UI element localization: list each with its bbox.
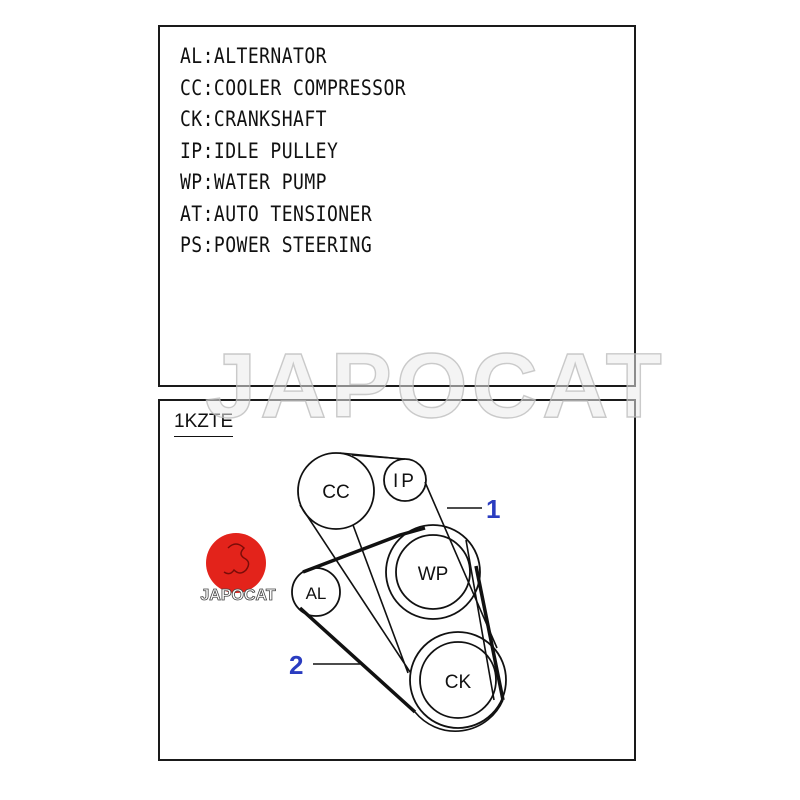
pulley-wp-outer [385,524,481,620]
logo-red-sun [206,533,266,593]
engine-code-label: 1KZTE [174,411,234,437]
belt-2-right [474,565,505,701]
legend-item-ip: IP:IDLE PULLEY [180,138,339,163]
pulley-label-al: AL [306,584,327,603]
belt-1-top [339,452,403,460]
pulley-cc [297,452,375,530]
legend-item-cc: CC:COOLER COMPRESSOR [180,75,407,100]
legend-item-al: AL:ALTERNATOR [180,44,327,68]
legend-item-at: AT:AUTO TENSIONER [180,201,373,226]
pulley-ck-inner [419,641,497,719]
callout-1-number: 1 [486,494,500,524]
logo-cat-figure [223,543,250,575]
pulley-label-ip: IP [393,471,417,492]
legend-list: AL:ALTERNATOR CC:COOLER COMPRESSOR CK:CR… [180,41,443,262]
belt-2-right-inner [465,539,495,701]
callout-2-number: 2 [289,650,303,680]
legend-panel: AL:ALTERNATOR CC:COOLER COMPRESSOR CK:CR… [158,25,636,387]
belt-2-lower [298,606,417,714]
pulley-wp-inner [395,534,471,610]
pulley-ck-outer [409,631,507,729]
legend-item-ck: CK:CRANKSHAFT [180,107,327,131]
pulley-label-wp: WP [418,564,449,585]
japocat-logo: JAPOCAT [200,533,276,604]
belt-wrap-ck [414,699,504,732]
pulley-label-ck: CK [445,672,472,693]
logo-wordmark: JAPOCAT [200,587,275,604]
pulley-label-cc: CC [322,482,349,503]
legend-item-wp: WP:WATER PUMP [180,170,327,194]
legend-item-ps: PS:POWER STEERING [180,233,373,257]
belt-2-upper [302,526,426,574]
